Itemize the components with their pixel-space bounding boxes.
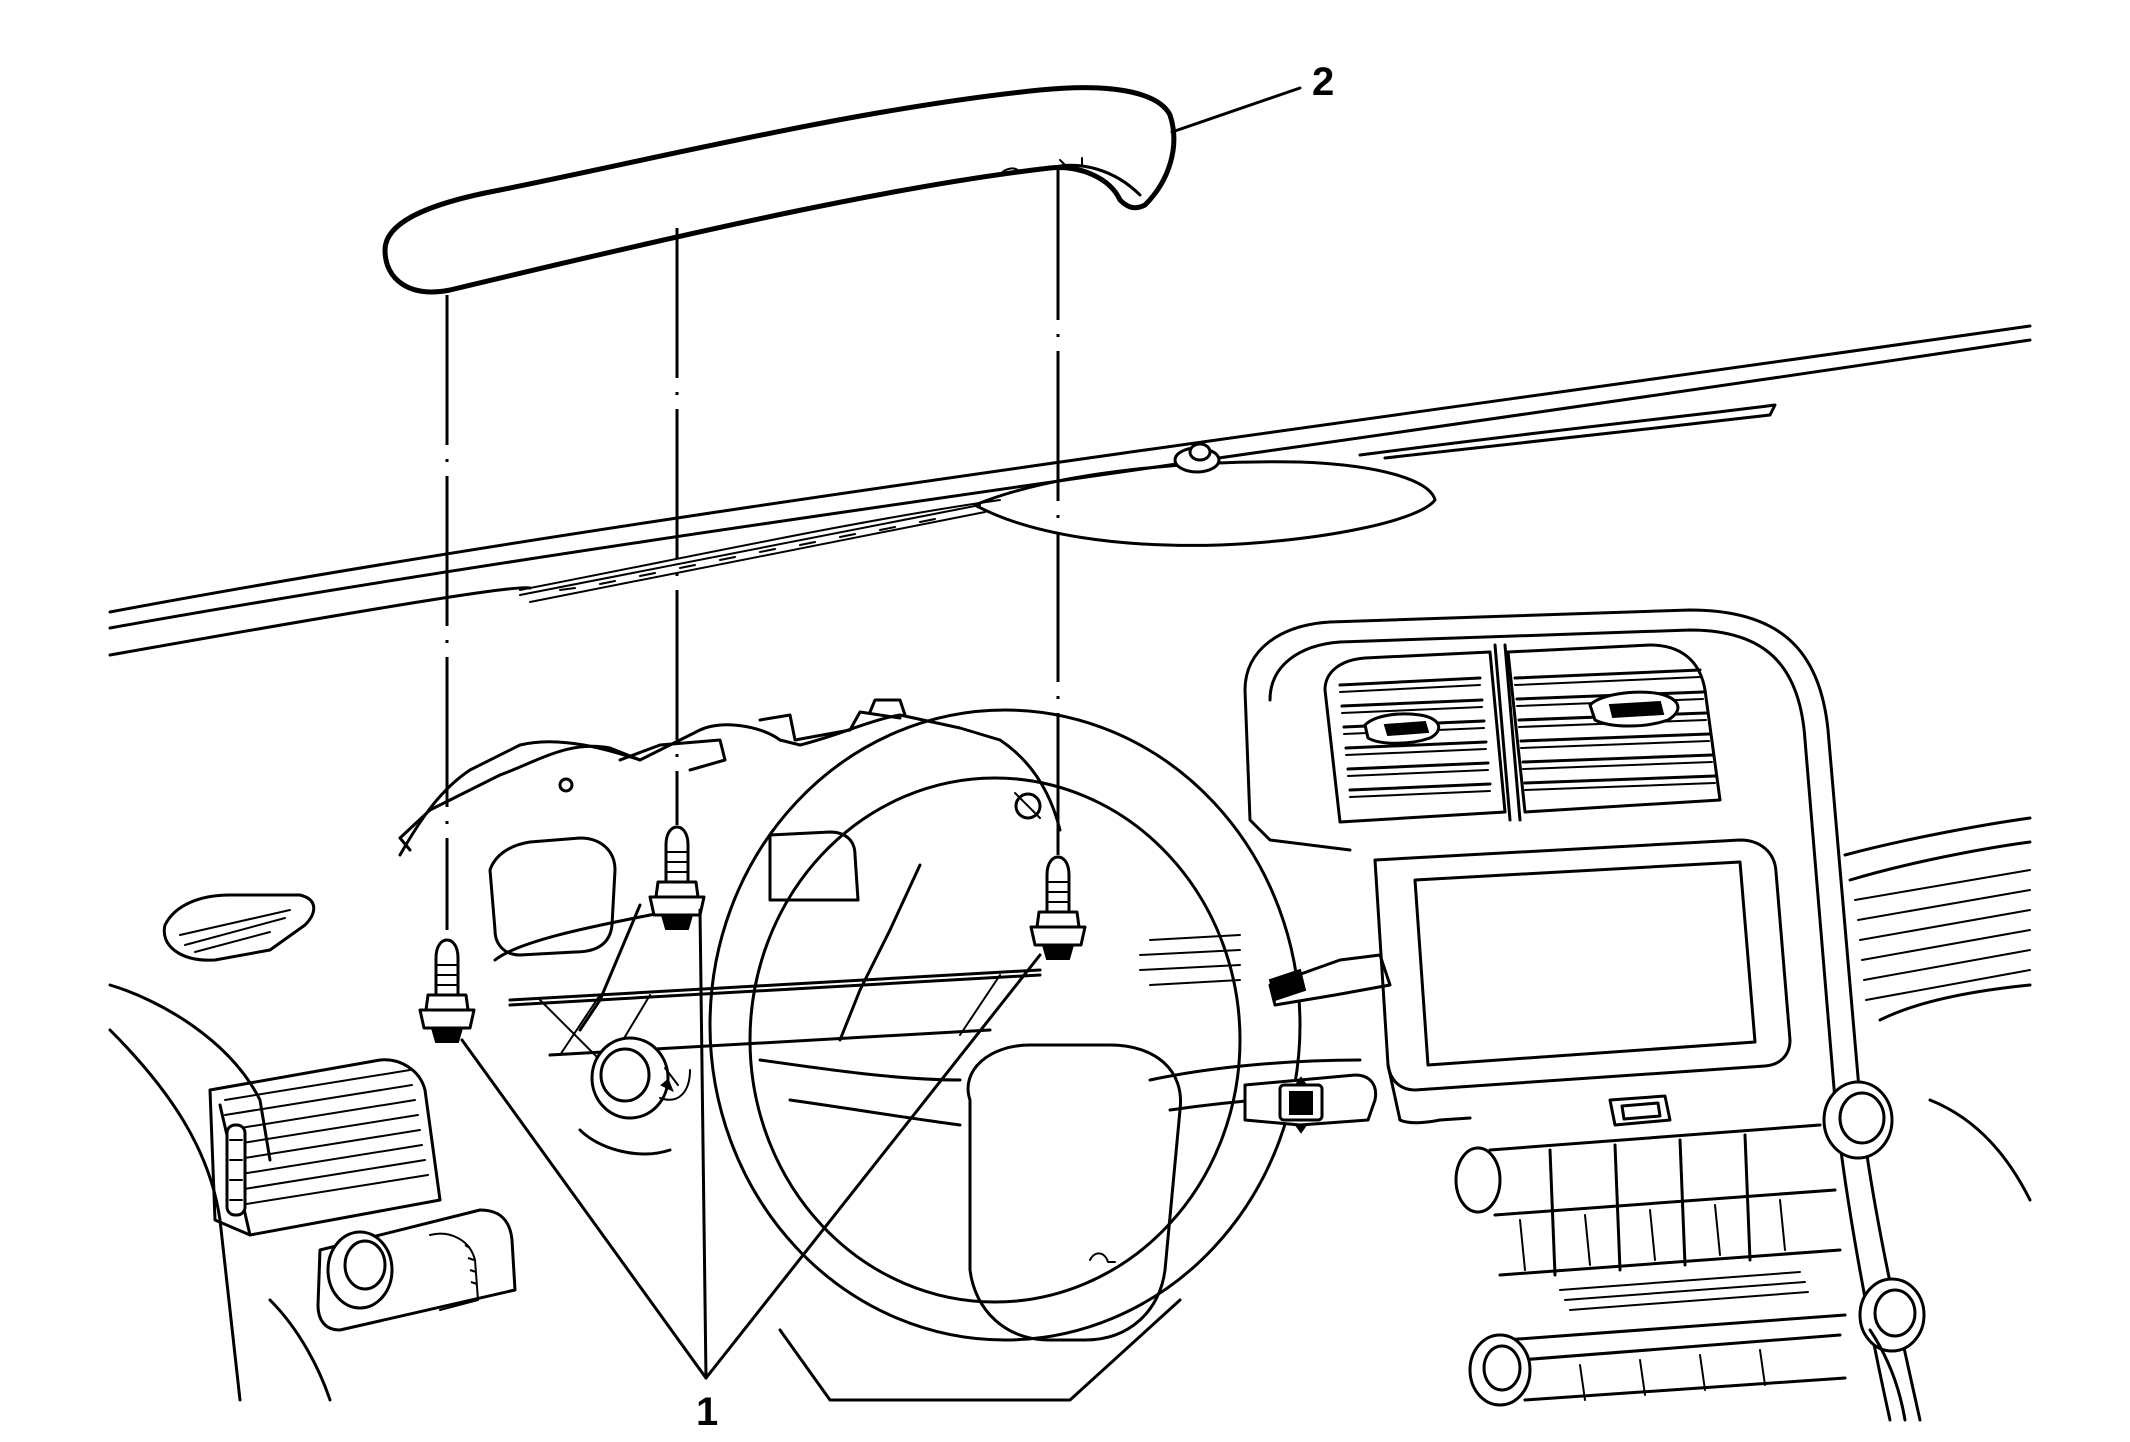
left-side-vent <box>108 893 316 1162</box>
right-dash-trim <box>1843 816 2032 1422</box>
fastener-right <box>1029 855 1087 960</box>
radio-knobs <box>1454 1080 1926 1407</box>
fastener-center <box>648 825 706 930</box>
left-center-vent <box>208 1058 442 1237</box>
ignition-knob <box>578 1036 691 1156</box>
callout-2: 2 <box>1312 60 1334 104</box>
trim-cover <box>382 85 1177 295</box>
radio-control-panel <box>1488 1123 1847 1402</box>
steering-wheel-switch <box>1243 1073 1378 1134</box>
leader-lines <box>460 86 1302 1380</box>
airbag-module <box>966 1043 1183 1342</box>
left-dash-outline <box>108 1028 332 1402</box>
cluster-hood <box>398 698 1062 857</box>
callout-1: 1 <box>696 1390 718 1434</box>
center-air-vent-left <box>1323 650 1507 824</box>
headlamp-switch <box>316 1208 517 1332</box>
defroster-vent <box>519 504 986 603</box>
radio-display <box>1373 838 1792 1127</box>
alignment-lines <box>445 170 1060 930</box>
fastener-left <box>418 938 476 1043</box>
center-air-vent-right <box>1493 643 1722 822</box>
turn-signal-stalk <box>1139 934 1392 1007</box>
steering-wheel <box>708 708 1367 1402</box>
sunload-sensor-dome <box>973 442 1437 547</box>
dashboard-upper-edge <box>108 324 2032 657</box>
